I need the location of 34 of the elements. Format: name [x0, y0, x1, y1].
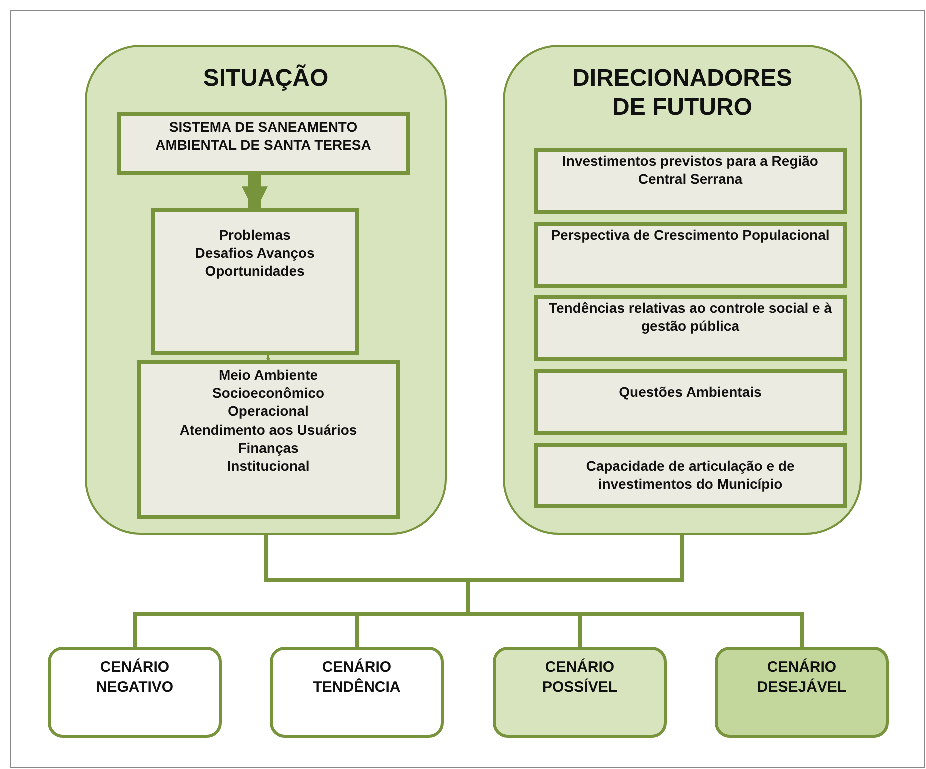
box-text: Questões Ambientais [619, 383, 762, 402]
box-text: Tendências relativas ao controle social e à gestão pública [548, 299, 833, 336]
process-box [151, 208, 359, 355]
box-text: Meio Ambiente [218, 366, 318, 384]
panel-heading: DIRECIONADORES DE FUTURO [571, 65, 794, 123]
box-text: Institucional [227, 456, 310, 476]
box-text: Perspectiva de Crescimento Populacional [551, 226, 830, 244]
process-box [534, 369, 847, 435]
process-box [137, 360, 400, 519]
arrow [242, 175, 268, 213]
panel-box [85, 45, 447, 535]
scenario-label: CENÁRIO POSSÍVEL [541, 658, 619, 698]
box-text: Operacional [228, 402, 309, 421]
scenario-box [48, 647, 222, 738]
box-text: Investimentos previstos para a Região Central Serrana [562, 152, 820, 188]
process-box [534, 222, 847, 288]
box-text: Problemas Desafios Avanços Oportunidades [194, 226, 316, 281]
box-text: Atendimento aos Usuários [180, 420, 358, 439]
scenario-box [715, 647, 889, 738]
scenario-label: CENÁRIO DESEJÁVEL [756, 658, 848, 698]
box-text: Socioeconômico [212, 384, 325, 402]
process-box [534, 295, 847, 361]
scenario-box [270, 647, 444, 738]
scenario-label: CENÁRIO NEGATIVO [95, 658, 175, 698]
scenario-label: CENÁRIO TENDÊNCIA [312, 658, 402, 698]
scenario-box [493, 647, 667, 738]
panel-heading: SITUAÇÃO [203, 65, 329, 94]
process-box [117, 112, 410, 175]
process-box [534, 443, 847, 508]
box-text: Capacidade de articulação e de investimentos do Município [585, 457, 796, 494]
process-box [534, 148, 847, 214]
box-text: SISTEMA DE SANEAMENTO AMBIENTAL DE SANTA TERESA [154, 118, 372, 154]
box-text: Finanças [238, 438, 299, 457]
panel-box [503, 45, 862, 535]
